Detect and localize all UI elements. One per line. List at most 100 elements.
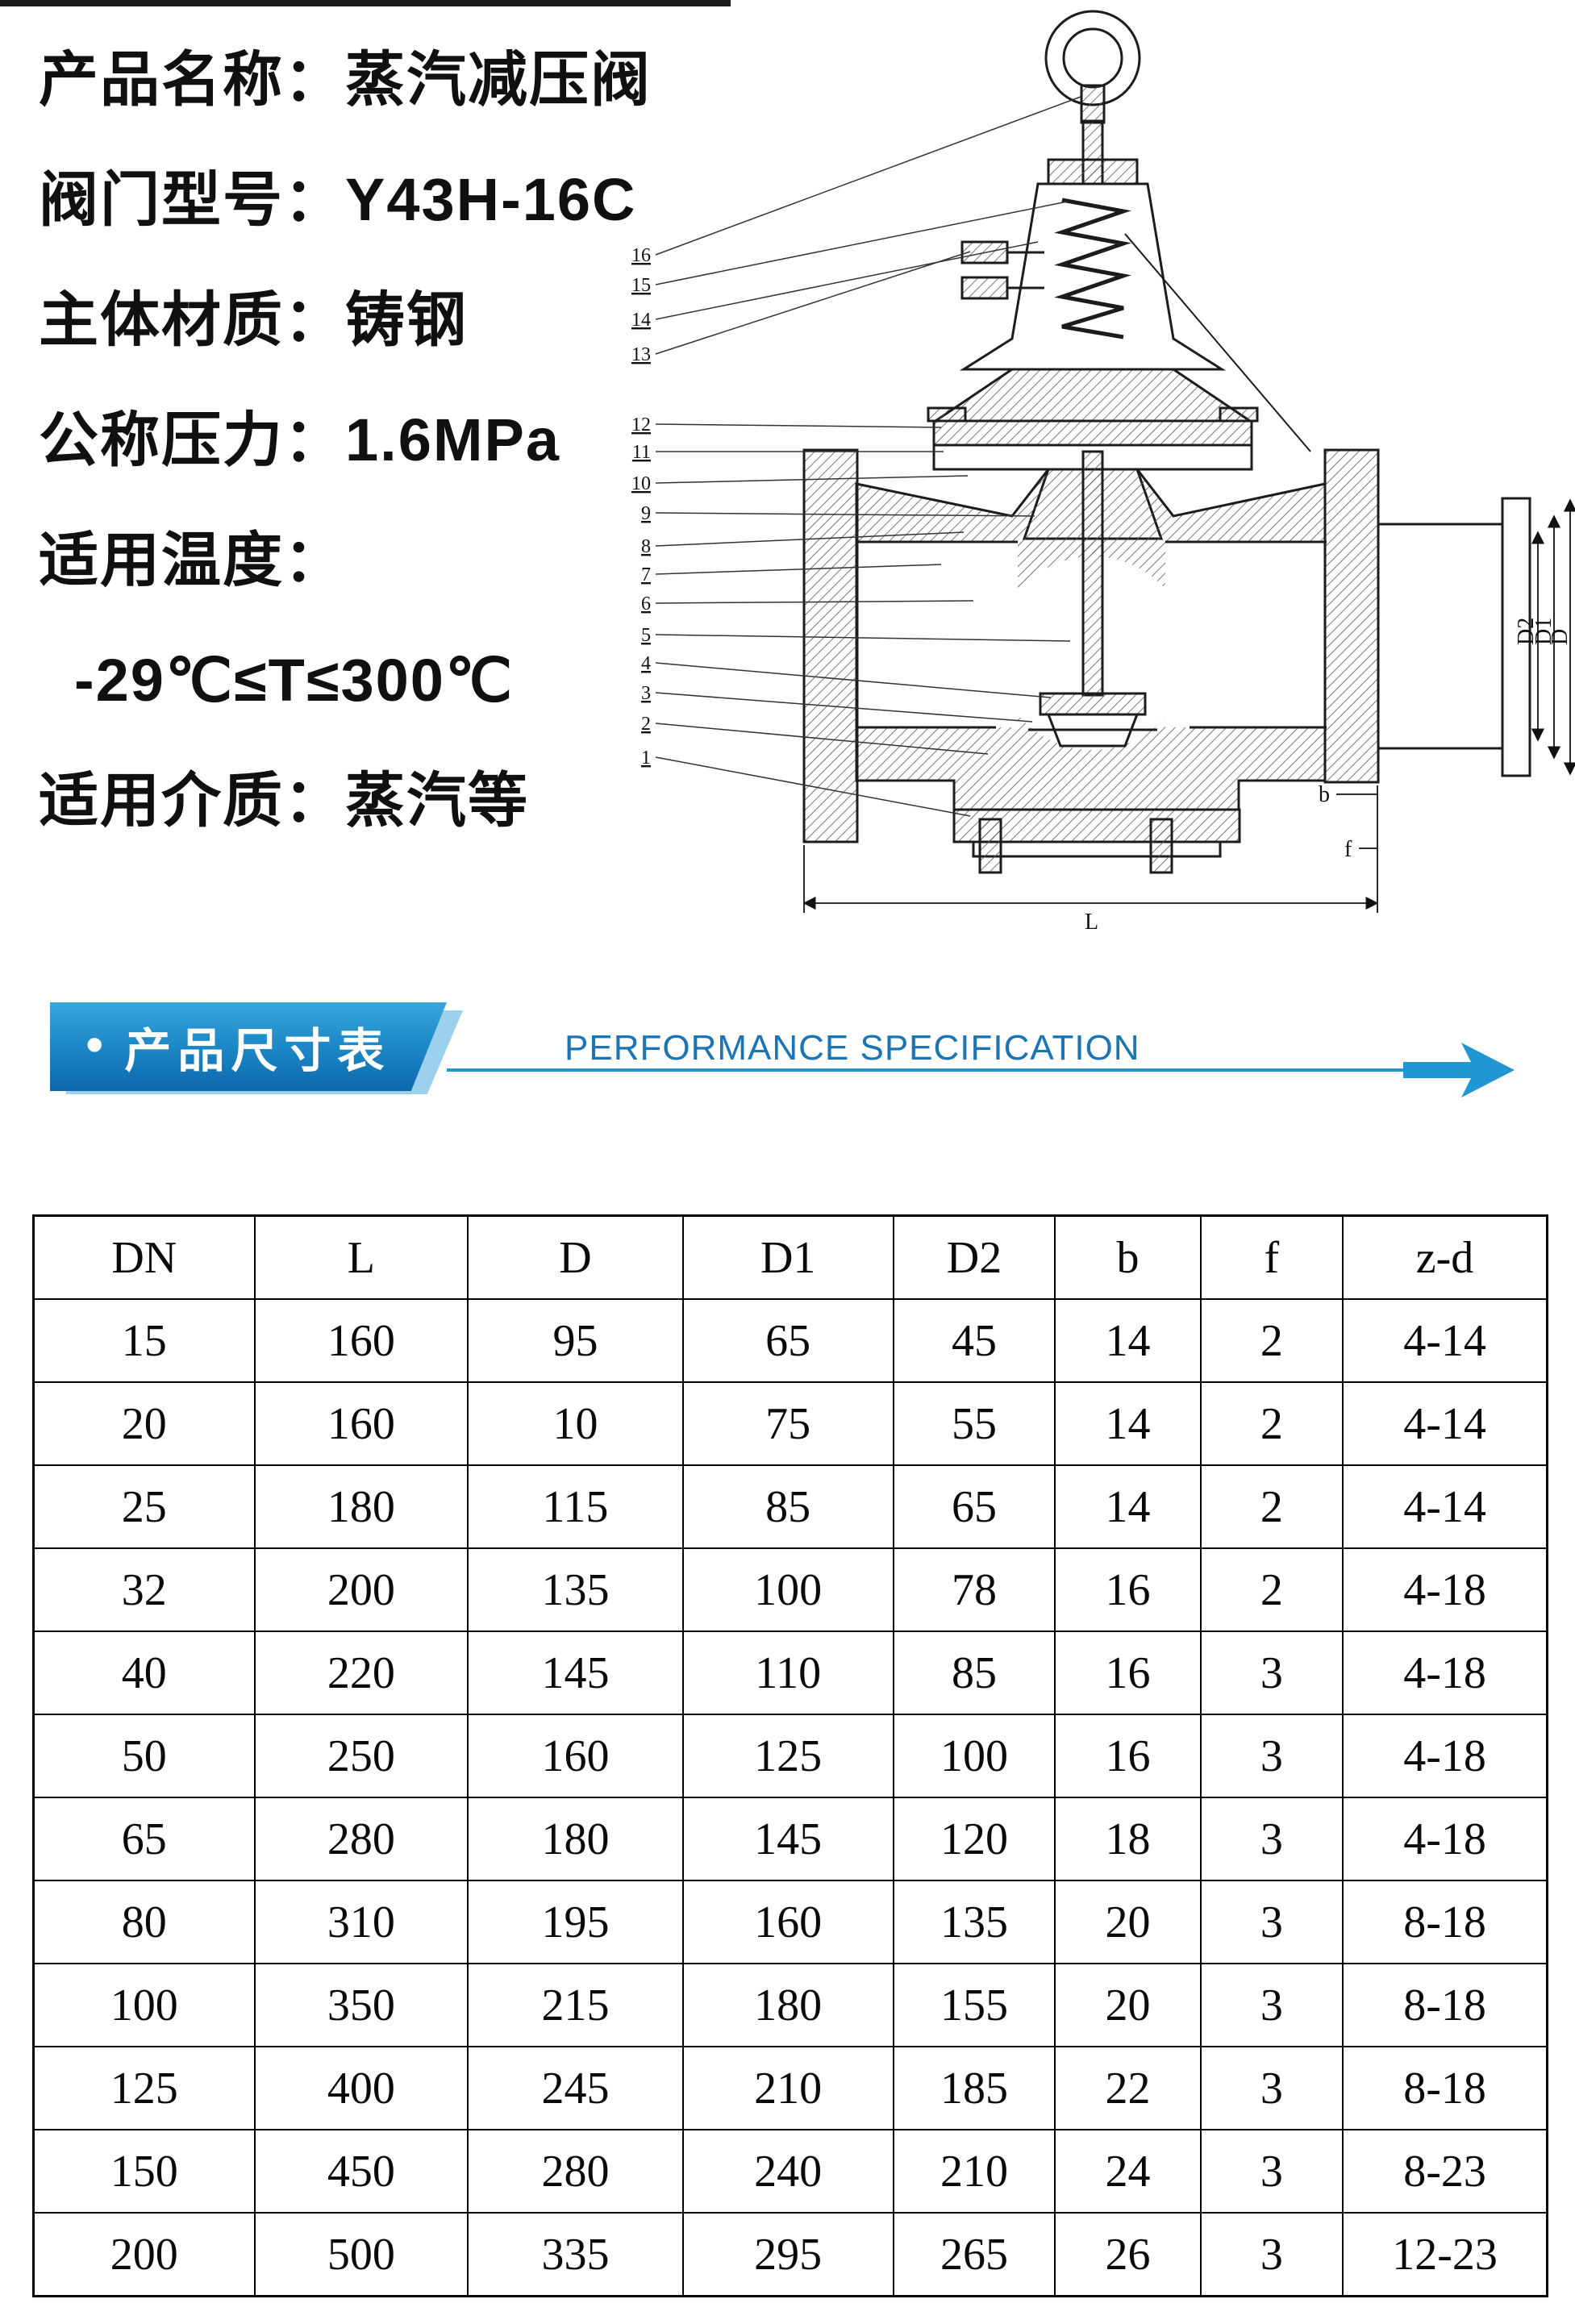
table-cell: 155 bbox=[892, 1963, 1056, 2047]
part-number-label: 8 bbox=[641, 536, 651, 557]
part-number-label: 3 bbox=[641, 683, 651, 704]
table-cell: 115 bbox=[467, 1464, 684, 1549]
table-cell: 295 bbox=[681, 2212, 894, 2297]
table-cell: 3 bbox=[1199, 2046, 1344, 2130]
dimension-lines bbox=[802, 498, 1575, 913]
table-cell: 20 bbox=[1054, 1880, 1202, 1964]
table-cell: 8-18 bbox=[1342, 2046, 1548, 2130]
table-cell: 145 bbox=[681, 1797, 894, 1881]
part-number-label: 1 bbox=[641, 748, 651, 768]
dimension-label-D2: D2 bbox=[1514, 618, 1539, 645]
table-cell: 125 bbox=[681, 1714, 894, 1798]
valve-stem-and-disc bbox=[1028, 450, 1157, 748]
table-cell: 250 bbox=[253, 1714, 469, 1798]
part-number-label: 5 bbox=[641, 625, 651, 646]
table-cell: 14 bbox=[1054, 1464, 1202, 1549]
table-cell: 245 bbox=[467, 2046, 684, 2130]
table-cell: 85 bbox=[681, 1464, 894, 1549]
part-number-label: 16 bbox=[631, 245, 651, 266]
table-cell: 45 bbox=[892, 1298, 1056, 1383]
part-number-label: 15 bbox=[631, 275, 651, 296]
part-number-label: 6 bbox=[641, 593, 651, 614]
table-cell: 2 bbox=[1199, 1381, 1344, 1466]
table-cell: 450 bbox=[253, 2129, 469, 2214]
table-cell: 125 bbox=[32, 2046, 256, 2130]
table-cell: 100 bbox=[32, 1963, 256, 2047]
leader-lines bbox=[655, 96, 1081, 817]
table-cell: 40 bbox=[32, 1631, 256, 1715]
table-cell: 200 bbox=[32, 2212, 256, 2297]
part-number-label: 12 bbox=[631, 414, 651, 435]
column-header: f bbox=[1199, 1214, 1344, 1300]
table-cell: 8-23 bbox=[1342, 2129, 1548, 2214]
part-number-label: 13 bbox=[631, 344, 651, 365]
table-cell: 3 bbox=[1199, 1714, 1344, 1798]
column-header: D1 bbox=[681, 1214, 894, 1300]
column-header: L bbox=[253, 1214, 469, 1300]
inlet-flange bbox=[802, 448, 859, 843]
table-cell: 4-14 bbox=[1342, 1298, 1548, 1383]
table-cell: 135 bbox=[467, 1547, 684, 1632]
table-cell: 32 bbox=[32, 1547, 256, 1632]
table-cell: 145 bbox=[467, 1631, 684, 1715]
table-cell: 3 bbox=[1199, 1880, 1344, 1964]
table-cell: 10 bbox=[467, 1381, 684, 1466]
table-cell: 335 bbox=[467, 2212, 684, 2297]
table-cell: 80 bbox=[32, 1880, 256, 1964]
banner-title-box: • 产品尺寸表 bbox=[50, 1002, 447, 1091]
table-cell: 3 bbox=[1199, 2129, 1344, 2214]
table-cell: 265 bbox=[892, 2212, 1056, 2297]
valve-body-group bbox=[802, 10, 1531, 874]
adjusting-screw bbox=[1047, 119, 1139, 192]
product-info-line: 适用温度： bbox=[39, 527, 345, 593]
table-cell: 160 bbox=[467, 1714, 684, 1798]
table-cell: 100 bbox=[892, 1714, 1056, 1798]
table-cell: 95 bbox=[467, 1298, 684, 1383]
table-cell: 8-18 bbox=[1342, 1880, 1548, 1964]
spring-coil bbox=[1054, 198, 1131, 339]
table-cell: 2 bbox=[1199, 1547, 1344, 1632]
part-number-label: 7 bbox=[641, 564, 651, 585]
table-cell: 150 bbox=[32, 2129, 256, 2214]
table-cell: 210 bbox=[681, 2046, 894, 2130]
column-header: b bbox=[1054, 1214, 1202, 1300]
table-cell: 280 bbox=[467, 2129, 684, 2214]
dimension-label-b: b bbox=[1319, 782, 1330, 807]
table-cell: 65 bbox=[681, 1298, 894, 1383]
table-cell: 85 bbox=[892, 1631, 1056, 1715]
table-cell: 20 bbox=[32, 1381, 256, 1466]
table-cell: 20 bbox=[1054, 1963, 1202, 2047]
part-number-label: 2 bbox=[641, 714, 651, 735]
table-cell: 75 bbox=[681, 1381, 894, 1466]
table-cell: 14 bbox=[1054, 1381, 1202, 1466]
table-cell: 280 bbox=[253, 1797, 469, 1881]
table-cell: 4-18 bbox=[1342, 1714, 1548, 1798]
table-cell: 500 bbox=[253, 2212, 469, 2297]
table-cell: 12-23 bbox=[1342, 2212, 1548, 2297]
table-cell: 160 bbox=[681, 1880, 894, 1964]
table-cell: 16 bbox=[1054, 1631, 1202, 1715]
dimension-label-D: D bbox=[1548, 629, 1573, 645]
column-header: D bbox=[467, 1214, 684, 1300]
table-cell: 180 bbox=[467, 1797, 684, 1881]
table-cell: 220 bbox=[253, 1631, 469, 1715]
table-cell: 4-14 bbox=[1342, 1464, 1548, 1549]
bullet-icon: • bbox=[85, 1015, 104, 1073]
table-cell: 16 bbox=[1054, 1714, 1202, 1798]
